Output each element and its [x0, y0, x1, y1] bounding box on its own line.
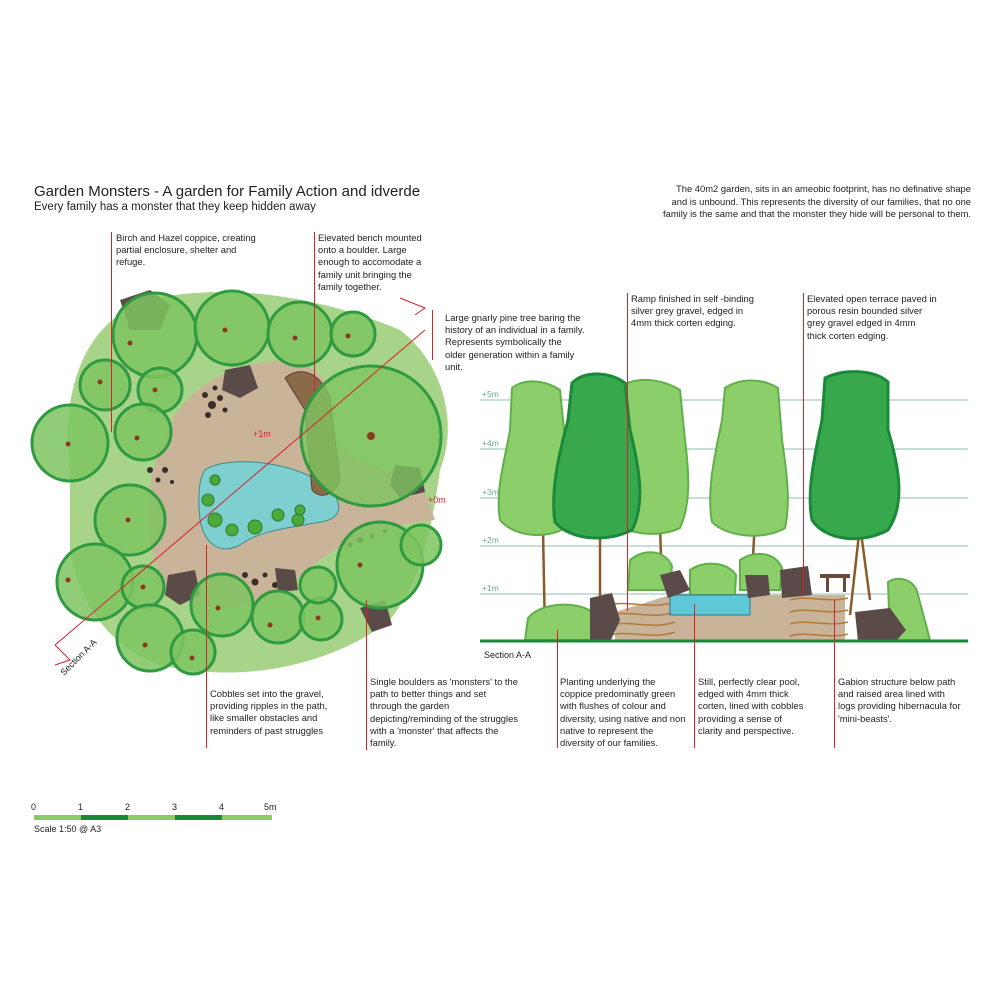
section-pool	[669, 594, 751, 616]
note-pine: Large gnarly pine tree baring the histor…	[445, 312, 585, 372]
leader-pool	[694, 604, 695, 748]
leader-ramp	[627, 293, 628, 611]
tree-trunks	[65, 327, 375, 661]
leader-gabion	[834, 600, 835, 748]
height-label-2: +2m	[482, 535, 499, 545]
section-canopies	[497, 378, 789, 537]
note-bench: Elevated bench mounted onto a boulder. L…	[318, 232, 422, 292]
leader-planting	[557, 630, 558, 748]
scale-caption: Scale 1:50 @ A3	[34, 824, 101, 834]
leader-cobbles	[206, 545, 207, 748]
note-ramp: Ramp finished in self -binding silver gr…	[631, 293, 754, 329]
note-pool: Still, perfectly clear pool, edged with …	[698, 676, 804, 736]
note-terrace: Elevated open terrace paved in porous re…	[807, 293, 937, 341]
leader-coppice	[111, 232, 112, 432]
plan-section-label: Section A-A	[58, 637, 98, 677]
height-label-4: +4m	[482, 438, 499, 448]
plan-level-high: +1m	[253, 429, 271, 439]
note-boulders: Single boulders as 'monsters' to the pat…	[370, 676, 519, 749]
section-label: Section A-A	[484, 650, 531, 660]
note-gabion: Gabion structure below path and raised a…	[838, 676, 961, 724]
plan-level-low: +0m	[428, 495, 446, 505]
leader-boulders	[366, 600, 367, 750]
height-label-1: +1m	[482, 583, 499, 593]
page-subtitle: Every family has a monster that they kee…	[34, 201, 316, 213]
page-title: Garden Monsters - A garden for Family Ac…	[34, 183, 421, 200]
scale-tick-0: 0	[31, 802, 36, 812]
scale-tick-5: 5m	[264, 802, 277, 812]
section-boulders	[590, 566, 906, 642]
scale-tick-1: 1	[78, 802, 83, 812]
note-cobbles: Cobbles set into the gravel, providing r…	[210, 688, 328, 736]
intro-text: The 40m2 garden, sits in an ameobic foot…	[663, 183, 971, 220]
scale-tick-3: 3	[172, 802, 177, 812]
note-coppice: Birch and Hazel coppice, creating partia…	[116, 232, 256, 268]
section-line	[54, 297, 427, 666]
section-bench	[820, 574, 850, 592]
leader-pine	[432, 310, 433, 360]
note-planting: Planting underlying the coppice predomin…	[560, 676, 686, 749]
section-canopies-dark	[552, 370, 901, 541]
leader-bench	[314, 232, 315, 392]
scale-tick-2: 2	[125, 802, 130, 812]
leader-terrace	[803, 293, 804, 596]
height-label-5: +5m	[482, 389, 499, 399]
scale-bar	[34, 815, 272, 820]
height-label-3: +3m	[482, 487, 499, 497]
pond-plants	[201, 474, 306, 537]
scale-tick-4: 4	[219, 802, 224, 812]
